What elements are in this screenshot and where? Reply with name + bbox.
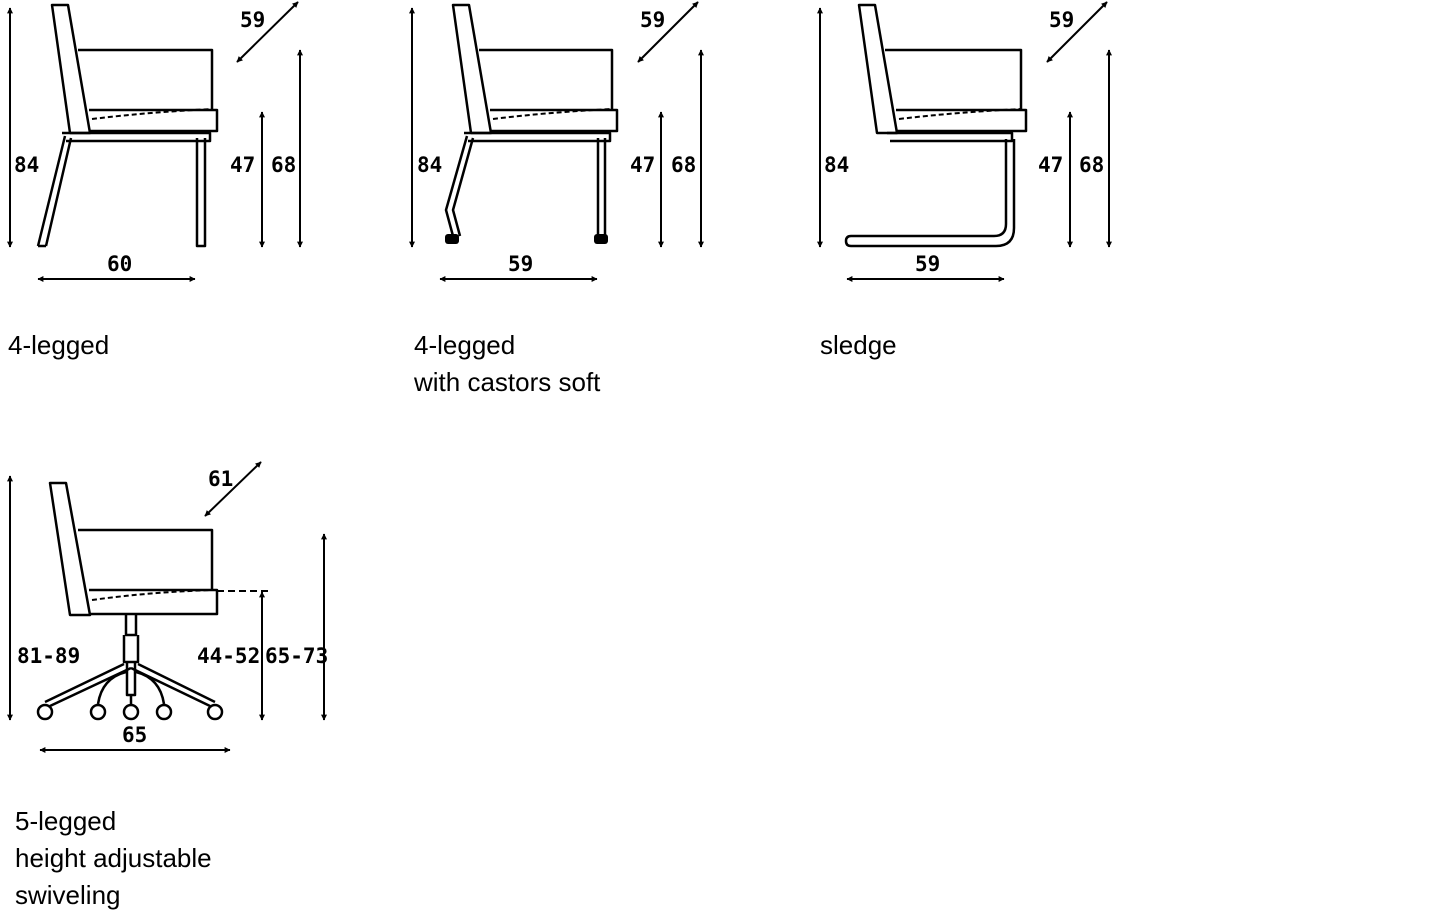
armrest-height-label: 68 [271,153,296,177]
width-label: 59 [508,252,533,276]
seat-height-label: 47 [1038,153,1063,177]
depth-label: 59 [640,8,665,32]
armrest-height-label: 65-73 [265,644,328,668]
caption-line: 4-legged [8,330,110,360]
chair-five-legged-drawing [44,481,270,708]
caption-sledge: sledge [820,327,897,364]
chair-sledge-dimensions [817,1,1112,282]
armrest-height-label: 68 [671,153,696,177]
castor-icon [445,234,608,244]
caption-line: 4-legged [414,330,516,360]
caption-line: with castors soft [414,367,601,397]
caption-four-legged-castors: 4-legged with castors soft [414,327,600,401]
chair-four-legged-castors: 84 47 68 59 59 [409,1,704,282]
seat-height-label: 47 [230,153,255,177]
caption-line: swiveling [15,880,121,910]
width-label: 60 [107,252,132,276]
depth-label: 59 [1049,8,1074,32]
depth-label: 59 [240,8,265,32]
depth-label: 61 [208,467,233,491]
width-label: 59 [915,252,940,276]
total-height-label: 84 [14,153,39,177]
chair-sledge-drawing [844,3,1028,248]
width-label: 65 [122,723,147,747]
caption-line: sledge [820,330,897,360]
seat-height-label: 47 [630,153,655,177]
total-height-label: 84 [824,153,849,177]
chair-four-legged-dimensions [7,1,303,282]
chair-four-legged: 84 47 68 60 59 [7,1,303,282]
chair-four-legged-castors-dimensions [409,1,704,282]
total-height-label: 84 [417,153,442,177]
total-height-label: 81-89 [17,644,80,668]
seat-height-label: 44-52 [197,644,260,668]
caption-line: height adjustable [15,843,212,873]
caption-five-legged: 5-legged height adjustable swiveling [15,803,212,914]
caption-four-legged: 4-legged [8,327,109,364]
caption-line: 5-legged [15,806,117,836]
armrest-height-label: 68 [1079,153,1104,177]
chair-five-legged: 81-89 44-52 65-73 65 61 [7,461,328,753]
chair-five-legged-dimensions [7,461,327,753]
chair-sledge: 84 47 68 59 59 [817,1,1112,282]
wheel-icon [36,703,224,721]
chair-four-legged-castors-drawing [444,3,619,237]
chair-four-legged-drawing [36,3,219,248]
